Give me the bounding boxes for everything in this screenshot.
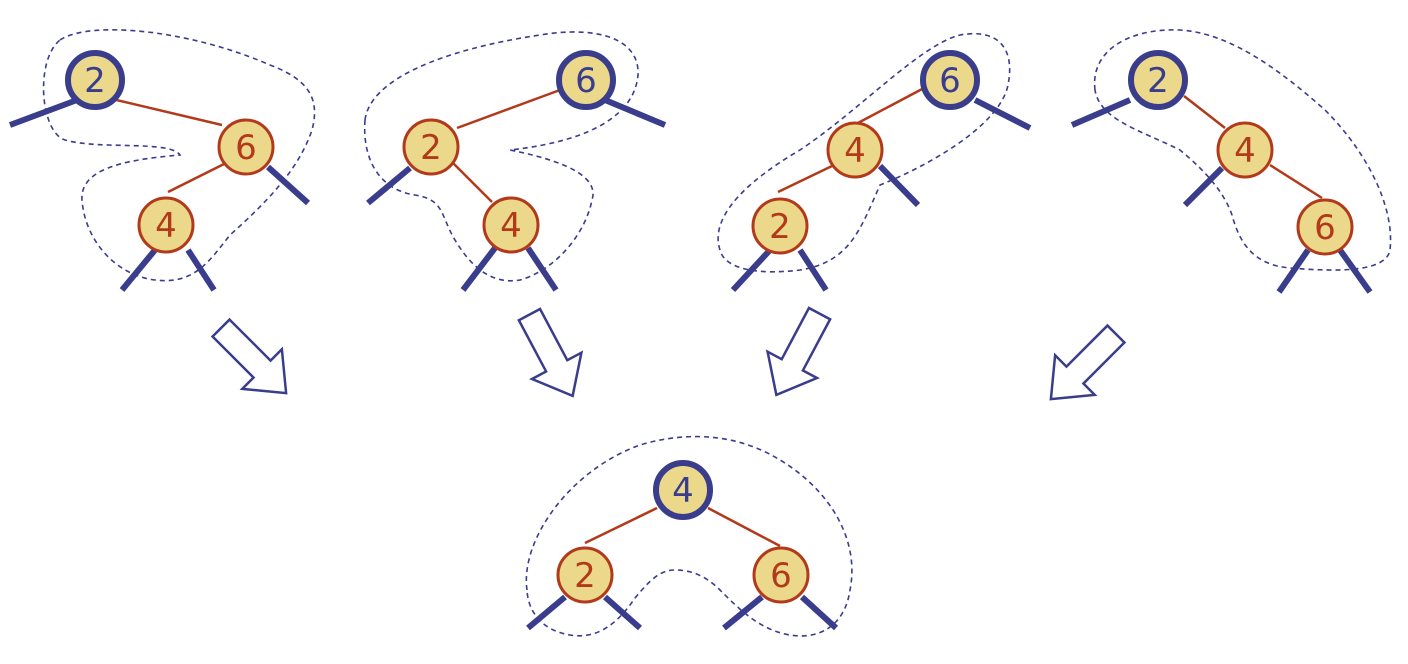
case-1-edge	[107, 96, 223, 127]
case-2-stub	[460, 246, 498, 292]
case-2-stub	[603, 97, 667, 128]
result-left-node: 2	[556, 546, 614, 604]
case-1-stub	[119, 248, 158, 292]
case-2-top-node: 6	[556, 50, 616, 110]
case-4-stub	[1276, 248, 1311, 294]
case-1-mid-node: 6	[217, 118, 275, 176]
case-3-edge	[855, 86, 925, 126]
case-3-dashed-outline	[717, 32, 1011, 273]
case-2-edge	[456, 88, 561, 130]
node-label: 4	[672, 471, 694, 511]
case-4-dashed-outline	[1093, 29, 1392, 271]
case-2-bottom-node: 4	[482, 196, 540, 254]
case-1-bottom-node: 4	[137, 196, 195, 254]
arrow-1-icon	[210, 317, 288, 395]
case-3-edge	[777, 164, 833, 194]
result-stub	[603, 594, 642, 631]
case-1-dashed-outline	[42, 29, 316, 282]
result-root-node: 4	[653, 460, 713, 520]
node-label: 2	[84, 61, 106, 101]
result-stub	[722, 594, 764, 631]
result-edge	[584, 506, 658, 545]
node-label: 4	[1234, 131, 1256, 171]
case-4-edge	[1269, 163, 1323, 200]
node-label: 6	[1314, 208, 1336, 248]
case-3-stub	[877, 163, 921, 208]
arrow-2-icon	[517, 307, 584, 398]
case-3-top-node: 6	[920, 50, 980, 110]
node-label: 4	[500, 206, 522, 246]
case-1-stub	[8, 97, 79, 128]
node-label: 2	[420, 128, 442, 168]
node-label: 4	[844, 131, 866, 171]
result-stub	[799, 594, 839, 631]
case-4-edge	[1183, 95, 1226, 129]
node-label: 6	[575, 61, 597, 101]
case-4-stub	[1337, 248, 1373, 294]
result-edge	[707, 506, 781, 548]
node-label: 6	[939, 61, 961, 101]
node-label: 2	[769, 207, 791, 247]
result-right-node: 6	[752, 546, 810, 604]
case-3-stub	[973, 97, 1032, 131]
case-1-stub	[265, 164, 311, 206]
node-label: 2	[1147, 61, 1169, 101]
case-1-edge	[167, 161, 227, 194]
result-tree: 4 2 6	[525, 435, 853, 637]
case-2-edge	[451, 161, 493, 203]
node-label: 2	[574, 556, 596, 596]
arrow-3-icon	[765, 306, 832, 397]
case-3-tree: 6 4 2	[717, 32, 1032, 293]
node-label: 6	[235, 128, 257, 168]
case-4-stub	[1182, 165, 1225, 208]
case-3-stub	[797, 248, 829, 292]
case-2-dashed-outline	[363, 31, 639, 282]
node-label: 6	[770, 556, 792, 596]
case-3-stub	[730, 247, 773, 293]
case-1-top-node: 2	[65, 50, 125, 110]
case-2-tree: 6 2 4	[363, 31, 667, 292]
case-1-tree: 2 6 4	[8, 29, 316, 292]
case-2-mid-node: 2	[402, 118, 460, 176]
case-4-mid-node: 4	[1216, 121, 1274, 179]
case-4-bottom-node: 6	[1296, 198, 1354, 256]
case-2-stub	[525, 246, 559, 292]
case-1-stub	[185, 248, 217, 292]
case-3-bottom-node: 2	[751, 197, 809, 255]
result-dashed-outline	[525, 435, 853, 637]
node-label: 4	[155, 206, 177, 246]
case-4-stub	[1070, 97, 1132, 128]
case-4-top-node: 2	[1128, 50, 1188, 110]
result-stub	[526, 594, 567, 631]
case-4-tree: 2 4 6	[1070, 29, 1392, 294]
case-2-stub	[366, 165, 412, 206]
case-3-mid-node: 4	[826, 121, 884, 179]
arrow-4-icon	[1049, 323, 1127, 401]
